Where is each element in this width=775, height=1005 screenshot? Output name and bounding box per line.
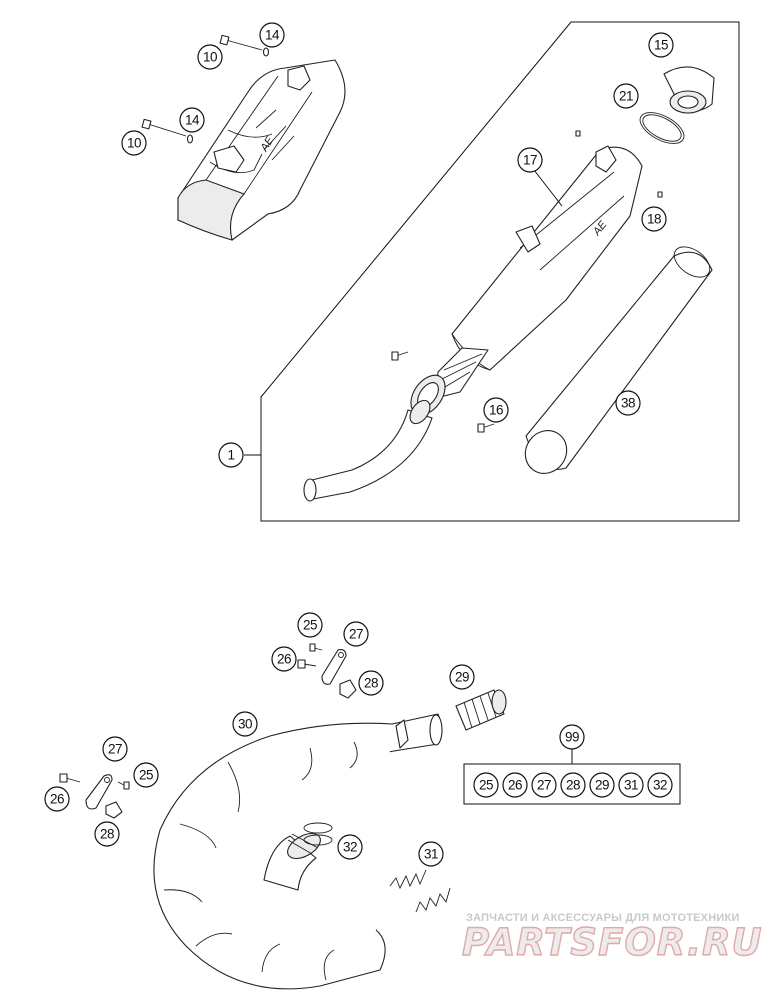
callout-99[interactable]: 99: [559, 724, 585, 750]
callout-27-upper[interactable]: 27: [343, 621, 369, 647]
svg-text:27: 27: [108, 742, 122, 757]
svg-text:10: 10: [203, 50, 217, 65]
callout-26-upper[interactable]: 26: [271, 646, 297, 672]
svg-text:18: 18: [647, 212, 661, 227]
svg-text:27: 27: [537, 778, 551, 793]
svg-text:26: 26: [508, 778, 522, 793]
svg-text:25: 25: [303, 618, 317, 633]
clamp-detail-drawing: AE: [177, 59, 346, 241]
callout-25-upper[interactable]: 25: [297, 612, 323, 638]
header-inlet: [263, 832, 321, 891]
svg-text:27: 27: [349, 627, 363, 642]
callout-15[interactable]: 15: [648, 32, 674, 58]
screw-16: [391, 351, 495, 433]
svg-text:29: 29: [595, 778, 609, 793]
callout-28-upper[interactable]: 28: [358, 670, 384, 696]
svg-text:17: 17: [523, 153, 537, 168]
callout-21[interactable]: 21: [613, 83, 639, 109]
callout-1[interactable]: 1: [218, 442, 244, 468]
callout-10-lower[interactable]: 10: [121, 130, 147, 156]
svg-text:26: 26: [50, 792, 64, 807]
svg-text:32: 32: [343, 840, 357, 855]
svg-text:14: 14: [185, 113, 200, 128]
rubber-sleeve: [455, 689, 507, 731]
callout-30[interactable]: 30: [232, 711, 258, 737]
callout-10-upper[interactable]: 10: [197, 44, 223, 70]
orings-32: [303, 822, 333, 846]
watermark-brand: PARTSFOR.RU: [462, 921, 763, 964]
svg-text:25: 25: [479, 778, 493, 793]
end-cap: [663, 66, 715, 114]
callout-18[interactable]: 18: [641, 206, 667, 232]
assembly-frame: [260, 21, 740, 522]
svg-text:10: 10: [127, 136, 141, 151]
bolt-10-lower: [141, 118, 194, 144]
svg-text:1: 1: [227, 448, 234, 463]
svg-text:14: 14: [265, 28, 280, 43]
kit-item-29[interactable]: 29: [589, 772, 615, 798]
callout-14-upper[interactable]: 14: [259, 22, 285, 48]
svg-text:99: 99: [565, 730, 579, 745]
callout-27-lower[interactable]: 27: [102, 736, 128, 762]
svg-text:28: 28: [566, 778, 580, 793]
svg-text:28: 28: [100, 827, 114, 842]
callout-17[interactable]: 17: [517, 147, 543, 173]
silencer-sleeve: [524, 246, 713, 474]
callout-32[interactable]: 32: [337, 834, 363, 860]
kit-item-26[interactable]: 26: [502, 772, 528, 798]
callout-25-lower[interactable]: 25: [133, 762, 159, 788]
svg-text:25: 25: [139, 768, 153, 783]
callout-14-lower[interactable]: 14: [179, 107, 205, 133]
svg-text:30: 30: [238, 717, 252, 732]
svg-text:16: 16: [489, 403, 503, 418]
kit-item-32[interactable]: 32: [647, 772, 673, 798]
bolt-10-upper: [219, 34, 270, 57]
svg-text:21: 21: [619, 89, 633, 104]
kit-item-25[interactable]: 25: [473, 772, 499, 798]
svg-text:38: 38: [621, 396, 635, 411]
watermark-caption: ЗАПЧАСТИ И АКСЕССУАРЫ ДЛЯ МОТОТЕХНИКИ: [466, 912, 739, 924]
kit-item-28[interactable]: 28: [560, 772, 586, 798]
bracket-lower: [59, 773, 130, 819]
svg-text:32: 32: [653, 778, 667, 793]
svg-text:15: 15: [654, 38, 668, 53]
kit-item-27[interactable]: 27: [531, 772, 557, 798]
svg-text:29: 29: [455, 670, 469, 685]
bracket-upper: [297, 643, 357, 699]
svg-text:31: 31: [424, 847, 438, 862]
svg-text:28: 28: [364, 676, 378, 691]
callout-28-lower[interactable]: 28: [94, 821, 120, 847]
callout-29[interactable]: 29: [449, 664, 475, 690]
kit-contents-box: [463, 763, 681, 805]
kit-item-31[interactable]: 31: [618, 772, 644, 798]
svg-text:26: 26: [277, 652, 291, 667]
callout-16[interactable]: 16: [483, 397, 509, 423]
callout-31[interactable]: 31: [418, 841, 444, 867]
springs: [389, 869, 451, 913]
svg-text:31: 31: [624, 778, 638, 793]
callout-26-lower[interactable]: 26: [44, 786, 70, 812]
inlet-pipe: [303, 399, 433, 502]
o-ring: [639, 112, 685, 144]
callout-38[interactable]: 38: [615, 390, 641, 416]
